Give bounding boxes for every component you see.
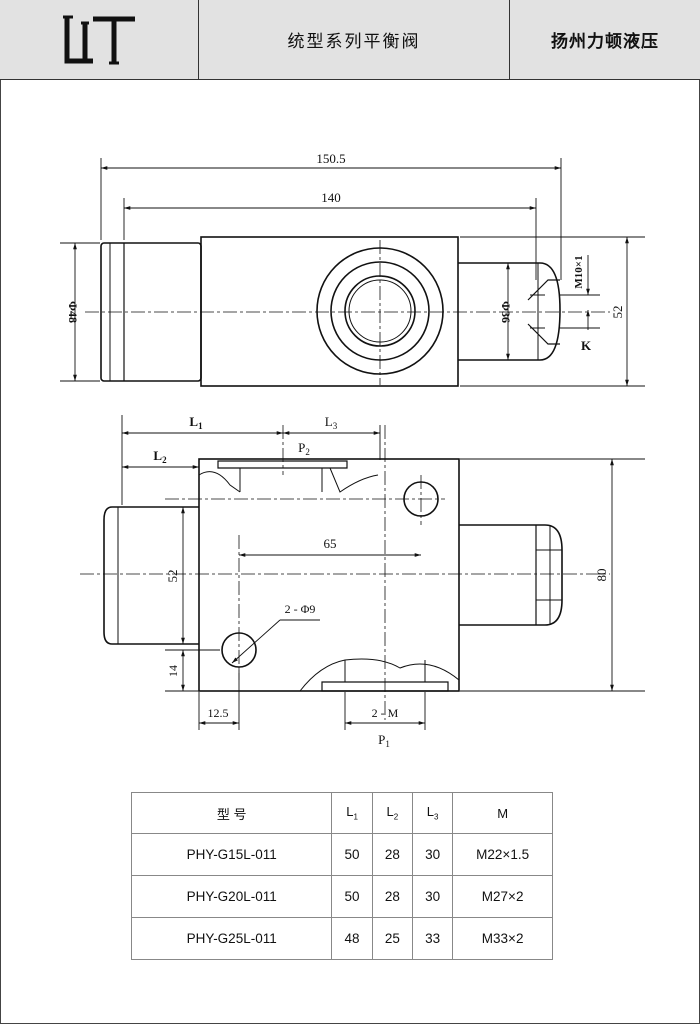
dim-left-diameter: Φ48 — [66, 301, 80, 323]
header: 统型系列平衡阀 扬州力顿液压 — [0, 0, 700, 80]
brand-name: 扬州力顿液压 — [551, 32, 659, 51]
header-model: 型 号 — [130, 792, 333, 834]
dim-holes: 2 - Φ9 — [285, 602, 316, 616]
label-l3: L3 — [325, 414, 338, 431]
label-l1: L1 — [189, 414, 203, 431]
label-l2: L2 — [153, 448, 167, 465]
label-p2: P2 — [298, 440, 310, 457]
label-p1: P1 — [378, 732, 390, 749]
dim-right-diameter: Φ36 — [499, 301, 513, 323]
technical-drawing: 150.5 140 Φ48 Φ36 M10×1 52 K — [60, 151, 645, 749]
cell-model: PHY-G15L-011 — [130, 833, 333, 876]
top-view — [100, 236, 561, 387]
dim-total-height: 80 — [594, 569, 609, 582]
header-l1: L1 — [331, 792, 373, 834]
cell-l2: 28 — [371, 875, 413, 918]
cell-l2: 25 — [371, 917, 413, 960]
dim-bottom-offset: 14 — [166, 665, 180, 677]
label-k: K — [581, 338, 592, 353]
dim-ports: 2 - M — [372, 706, 399, 720]
cell-l2: 28 — [371, 833, 413, 876]
cell-l1: 50 — [331, 875, 373, 918]
table-header-row: 型 号 L1 L2 L3 M — [130, 792, 553, 834]
spec-table: 型 号 L1 L2 L3 M PHY-G15L-011 50 28 30 M22… — [130, 792, 553, 960]
dim-height: 52 — [610, 306, 625, 319]
header-l3: L3 — [411, 792, 454, 834]
cell-model: PHY-G25L-011 — [130, 917, 333, 960]
dim-hole-spacing: 65 — [324, 536, 337, 551]
cell-m: M33×2 — [452, 917, 553, 960]
cell-l1: 50 — [331, 833, 373, 876]
logo — [0, 0, 199, 79]
cell-l3: 30 — [411, 833, 454, 876]
dim-overall-length: 150.5 — [316, 151, 345, 166]
cell-m: M22×1.5 — [452, 833, 553, 876]
cell-model: PHY-G20L-011 — [130, 875, 333, 918]
table-row: PHY-G20L-011 50 28 30 M27×2 — [130, 875, 553, 918]
cell-m: M27×2 — [452, 875, 553, 918]
dim-thread: M10×1 — [573, 255, 585, 288]
cell-l3: 30 — [411, 875, 454, 918]
table-row: PHY-G15L-011 50 28 30 M22×1.5 — [130, 833, 553, 876]
page-title: 统型系列平衡阀 — [199, 0, 510, 79]
header-l2: L2 — [371, 792, 413, 834]
dim-body-length: 140 — [321, 190, 341, 205]
cell-l3: 33 — [411, 917, 454, 960]
cell-l1: 48 — [331, 917, 373, 960]
dim-left-height: 52 — [165, 570, 180, 583]
table-row: PHY-G25L-011 48 25 33 M33×2 — [130, 917, 553, 960]
header-m: M — [452, 792, 553, 834]
dim-left-offset: 12.5 — [208, 706, 229, 720]
lit-logo-icon — [63, 15, 135, 64]
